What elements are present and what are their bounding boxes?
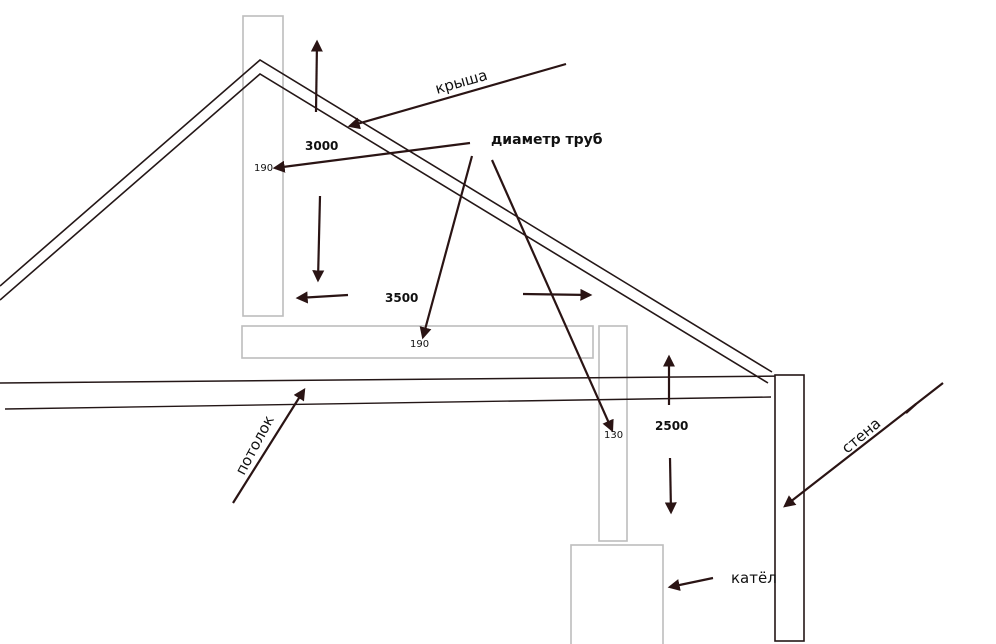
ceiling-lower-line: [4, 396, 772, 410]
length-arrow-left: [295, 291, 349, 304]
lower-chimney-pipe: [598, 325, 628, 542]
ceiling-pointer: [232, 387, 306, 504]
roof-outer-line: [0, 59, 773, 373]
roof-pointer: [347, 62, 567, 130]
height-lower-arrow-down: [664, 457, 677, 515]
height-upper-arrow-up: [310, 39, 323, 113]
diameter-pointer-vertical: [272, 141, 471, 173]
boiler-box: [570, 544, 664, 644]
vertical-pipe-diameter: 190: [254, 163, 273, 174]
ceiling-upper-line: [0, 375, 791, 384]
wall-label: стена: [838, 414, 884, 457]
height-upper-value: 3000: [305, 139, 338, 153]
height-upper-arrow-down: [312, 195, 325, 283]
horizontal-length-value: 3500: [385, 291, 418, 305]
height-lower-value: 2500: [655, 419, 688, 433]
wall-box: [774, 374, 805, 642]
horizontal-chimney-pipe: [241, 325, 594, 359]
horizontal-pipe-diameter: 190: [410, 339, 429, 350]
diameter-pointer-lower: [490, 159, 614, 433]
boiler-pointer: [667, 576, 714, 591]
wall-pointer: [783, 382, 944, 508]
boiler-label: катёл: [731, 569, 777, 587]
wall-tick: [905, 403, 917, 414]
diameter-pointer-horizontal: [419, 155, 474, 340]
lower-pipe-diameter: 130: [604, 430, 623, 441]
length-arrow-right: [522, 288, 593, 301]
roof-inner-line: [0, 73, 769, 384]
pipe-diameter-label: диаметр труб: [491, 132, 603, 148]
